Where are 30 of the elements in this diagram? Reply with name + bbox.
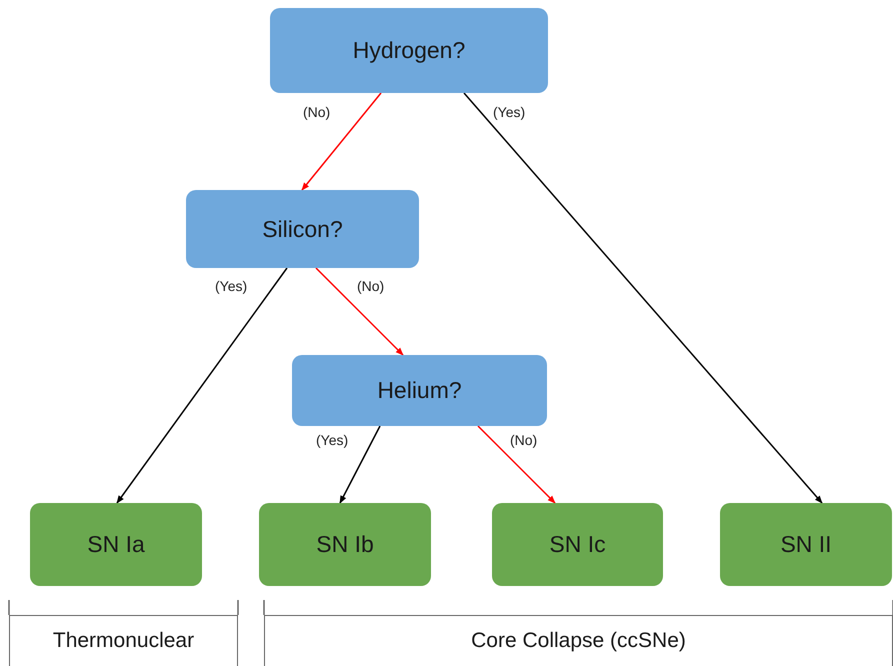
category-bracket (9, 615, 238, 666)
result-box (259, 503, 431, 586)
edge-label: (Yes) (315, 432, 350, 448)
node-label: Silicon? (262, 216, 343, 242)
node-label: SN II (780, 531, 832, 558)
node-label: Thermonuclear (52, 629, 194, 653)
category-bracket (264, 615, 893, 666)
result-box (720, 503, 892, 586)
node-label: SN Ia (87, 531, 145, 558)
result-box (30, 503, 202, 586)
arrow (477, 425, 556, 504)
arrow (339, 426, 381, 504)
node-label: Hydrogen? (352, 37, 466, 64)
edge-label: (Yes) (214, 278, 248, 294)
edge-label: (Yes) (492, 104, 526, 120)
result-box (492, 503, 663, 586)
node-label: SN Ic (549, 531, 606, 558)
edge-label: (No) (356, 278, 386, 294)
arrow (301, 92, 382, 191)
edge-label: (No) (509, 432, 538, 448)
edge-label: (No) (302, 104, 332, 120)
arrow (463, 92, 823, 504)
node-label: Helium? (377, 377, 462, 404)
arrow (116, 268, 288, 504)
decision-box (292, 355, 547, 426)
decision-box (270, 8, 548, 93)
node-label: Core Collapse (ccSNe) (471, 629, 686, 653)
arrow (315, 267, 404, 356)
decision-box (186, 190, 419, 268)
node-label: SN Ib (316, 531, 374, 558)
